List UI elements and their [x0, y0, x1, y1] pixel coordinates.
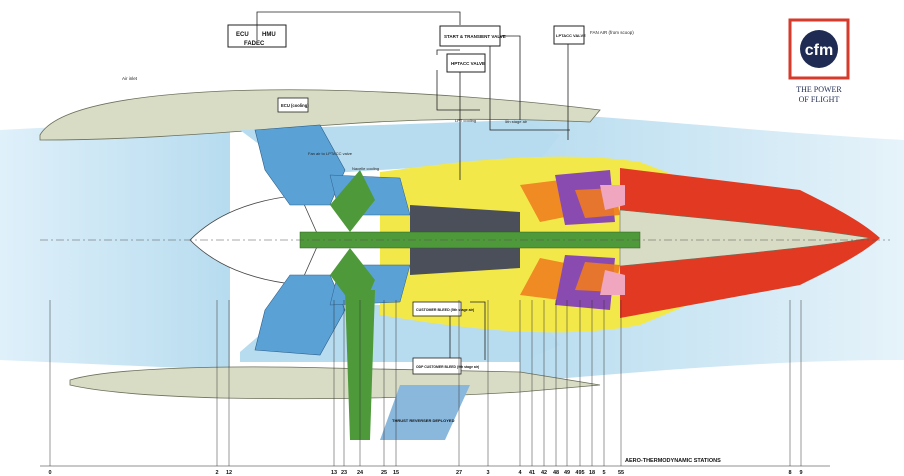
lower-nacelle	[69, 366, 601, 400]
start-transient-valve-box: START & TRANSIENT VALVE	[439, 25, 506, 47]
hmu-label: HMU	[262, 32, 276, 38]
customer-bleed-label: CUSTOMER BLEED (5th stage air)	[416, 308, 475, 312]
station-label-8: 8	[788, 470, 791, 476]
station-label-12: 12	[226, 470, 232, 476]
start-transient-valve-label: START & TRANSIENT VALVE	[444, 34, 506, 39]
logo-text: cfm	[805, 42, 833, 59]
inlet-airflow	[0, 118, 230, 370]
thrust-reverser-label: THRUST REVERSER DEPLOYED	[392, 418, 455, 423]
odp-customer-bleed-label: ODP CUSTOMER BLEED (9th stage air)	[416, 365, 479, 369]
station-label-2: 2	[215, 470, 218, 476]
cfm-logo: cfm	[788, 18, 850, 80]
odp-customer-bleed-box: ODP CUSTOMER BLEED (9th stage air)	[412, 357, 479, 375]
station-label-5: 5	[602, 470, 605, 476]
ecu-cooling-box: ECU (cooling)	[277, 97, 309, 113]
station-label-23: 23	[341, 470, 347, 476]
station-label-9: 9	[799, 470, 802, 476]
station-label-24: 24	[357, 470, 364, 476]
stations-title: AERO-THERMODYNAMIC STATIONS	[625, 458, 721, 464]
station-label-3: 3	[486, 470, 489, 476]
hptacc-valve-box: HPTACC VALVE	[446, 53, 486, 73]
ecu-label: ECU	[236, 32, 249, 38]
tagline-line-1: THE POWER	[796, 85, 842, 94]
customer-bleed-box: CUSTOMER BLEED (5th stage air)	[412, 301, 475, 317]
fan-valve-label: Fan air to LPTACC valve	[308, 151, 353, 156]
station-label-4: 4	[518, 470, 522, 476]
exhaust-cone	[619, 209, 871, 267]
station-label-27: 27	[456, 470, 462, 476]
turbine-frame-lower	[600, 270, 625, 295]
station-label-41: 41	[529, 470, 535, 476]
station-label-15: 15	[393, 470, 399, 476]
station-label-495: 495	[575, 470, 584, 476]
station-label-49: 49	[564, 470, 570, 476]
station-label-25: 25	[381, 470, 387, 476]
thrust-reverser-flow	[380, 385, 470, 440]
hptacc-valve-label: HPTACC VALVE	[451, 61, 485, 66]
fan-air-label: FAN AIR (from scoop)	[590, 30, 634, 35]
ecu-cooling-label: ECU (cooling)	[281, 103, 309, 108]
lptacc-valve-label: LPTACC VALVE	[556, 33, 586, 38]
fifth-stage-label: 5th stage air	[505, 119, 528, 124]
station-label-48: 48	[553, 470, 559, 476]
station-label-42: 42	[541, 470, 547, 476]
station-label-0: 0	[48, 470, 51, 476]
tagline-line-2: OF FLIGHT	[799, 95, 840, 104]
nacelle-cooling-label: Nacelle cooling	[352, 166, 379, 171]
fadec-label: FADEC	[244, 41, 265, 47]
air-inlet-label: Air inlet	[122, 76, 138, 81]
station-label-13: 13	[331, 470, 337, 476]
station-label-18: 18	[589, 470, 595, 476]
logo-circle	[800, 30, 838, 68]
station-label-55: 55	[618, 470, 624, 476]
lptacc-valve-box: LPTACC VALVE	[553, 25, 586, 45]
fan-frame-upper	[330, 170, 375, 232]
fan-blade-lower	[254, 274, 346, 356]
ecu-hmu-box: ECU HMU FADEC	[227, 24, 287, 48]
turbine-frame-upper	[600, 185, 625, 210]
lpt-cooling-label: LPT cooling	[455, 118, 476, 123]
